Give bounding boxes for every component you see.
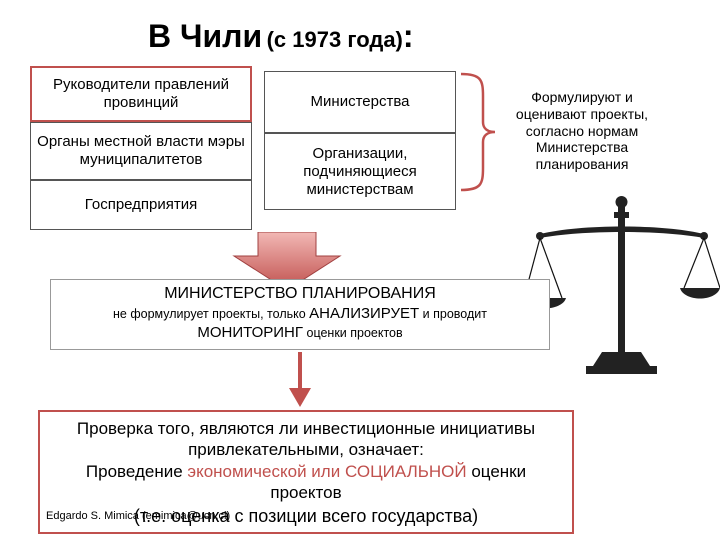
check-line2: привлекательными, означает: — [188, 440, 424, 460]
down-arrow-icon — [232, 232, 342, 291]
ministry-line2-part2: и проводит — [419, 307, 487, 321]
box-ministries-label: Министерства — [310, 93, 410, 110]
box-provincial-heads-label: Руководители правлений провинций — [53, 76, 229, 111]
author-credit: Edgardo S. Mimica (emimica@ucn.cl) — [46, 510, 231, 522]
ministry-of-planning-box: МИНИСТЕРСТВО ПЛАНИРОВАНИЯ не формулирует… — [50, 279, 550, 350]
check-line3-b: оценки — [466, 461, 527, 481]
page-title: В Чили (с 1973 года): — [148, 18, 414, 55]
down-arrow-icon — [289, 352, 311, 407]
box-subordinate-organizations: Организации, подчиняющиеся министерствам — [264, 133, 456, 210]
box-state-enterprises: Госпредприятия — [30, 180, 252, 230]
ministry-line2-caps: АНАЛИЗИРУЕТ — [309, 305, 420, 322]
ministry-line3-caps: МОНИТОРИНГ — [197, 324, 304, 341]
ministry-line3-part: оценки проектов — [303, 326, 403, 340]
ministry-line2: не формулирует проекты, только АНАЛИЗИРУ… — [51, 305, 549, 322]
ministry-title: МИНИСТЕРСТВО ПЛАНИРОВАНИЯ — [164, 285, 436, 302]
box-local-authorities: Органы местной власти мэры муниципалитет… — [30, 122, 252, 180]
box-provincial-heads: Руководители правлений провинций — [30, 66, 252, 122]
check-social-highlight: СОЦИАЛЬНОЙ — [344, 461, 467, 481]
curly-brace-icon — [460, 72, 496, 192]
check-line4: проектов — [270, 482, 342, 502]
title-colon: : — [402, 18, 414, 54]
check-economic-highlight: экономической или — [187, 461, 341, 481]
scales-of-justice-icon — [522, 196, 720, 374]
check-line3-a: Проведение — [85, 461, 188, 481]
check-line3: Проведение экономической или СОЦИАЛЬНОЙ … — [40, 461, 572, 482]
ministry-line2-part1: не формулирует проекты, только — [113, 307, 310, 321]
ministry-line3: МОНИТОРИНГ оценки проектов — [51, 324, 549, 341]
title-sub: (с 1973 года) — [266, 27, 403, 52]
box-state-enterprises-label: Госпредприятия — [84, 196, 198, 213]
check-line5: (т.е. оценка с позиции всего государства… — [133, 506, 479, 526]
side-note: Формулируют и оценивают проекты, согласн… — [515, 89, 649, 173]
box-local-authorities-label: Органы местной власти мэры муниципалитет… — [37, 133, 245, 168]
box-subordinate-organizations-label: Организации, подчиняющиеся министерствам — [303, 144, 417, 198]
title-main: В Чили — [148, 18, 263, 54]
investment-check-box: Проверка того, являются ли инвестиционны… — [38, 410, 574, 534]
box-ministries: Министерства — [264, 71, 456, 133]
check-line1: Проверка того, являются ли инвестиционны… — [76, 419, 536, 438]
